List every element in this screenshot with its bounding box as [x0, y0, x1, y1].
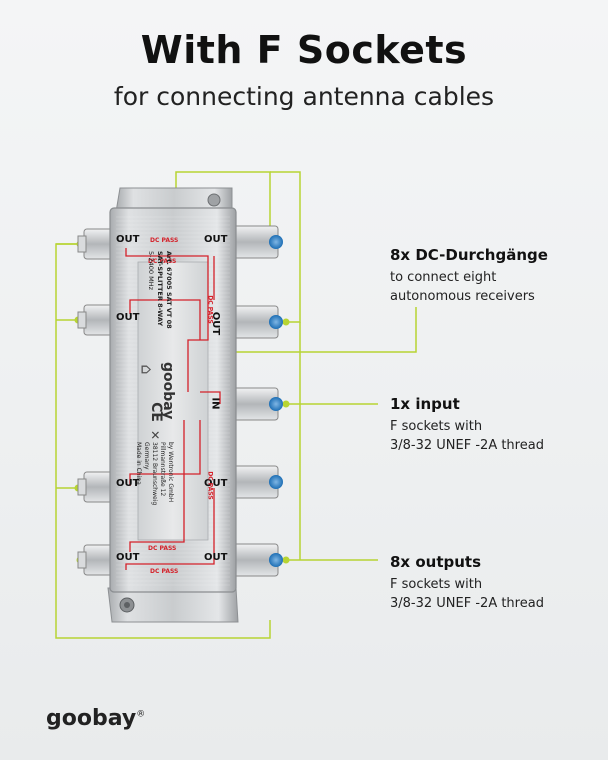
callout-dc-line-2: autonomous receivers	[390, 289, 535, 304]
dot-input	[282, 400, 290, 408]
dc-callout-line	[228, 307, 417, 353]
callout-lines	[55, 171, 417, 639]
dot-output	[282, 556, 290, 564]
callout-input-title: 1x input	[390, 395, 460, 413]
callout-outputs-title: 8x outputs	[390, 553, 482, 571]
right-connectors	[231, 225, 283, 577]
label-plate	[137, 261, 209, 541]
connector-right-3	[231, 465, 283, 499]
callout-input: 1x input F sockets with 3/8-32 UNEF -2A …	[390, 395, 600, 455]
connector-left-2	[77, 304, 115, 336]
footer-brand-reg: ®	[136, 709, 146, 720]
connector-right-input	[231, 387, 283, 421]
callout-outputs: 8x outputs F sockets with 3/8-32 UNEF -2…	[390, 553, 600, 613]
dot-right-1	[282, 318, 290, 326]
callout-outputs-line-2: 3/8-32 UNEF -2A thread	[390, 596, 544, 611]
callout-dc-line-1: to connect eight	[390, 270, 497, 285]
callout-dc-title: 8x DC-Durchgänge	[390, 246, 548, 264]
dc-pass-paths	[125, 248, 221, 570]
connector-left-1	[77, 228, 115, 260]
page-subtitle: for connecting antenna cables	[113, 82, 495, 111]
callout-dc-passes: 8x DC-Durchgänge to connect eight autono…	[390, 246, 600, 306]
callout-outputs-line-1: F sockets with	[390, 577, 483, 592]
footer-brand-text: goobay	[46, 706, 137, 731]
connector-right-1	[231, 225, 283, 259]
top-screw	[207, 193, 221, 207]
callout-input-line-1: F sockets with	[390, 419, 483, 434]
page-title: With F Sockets	[140, 28, 468, 72]
connector-right-4	[231, 543, 283, 577]
callout-input-line-2: 3/8-32 UNEF -2A thread	[390, 438, 544, 453]
connector-right-2	[231, 305, 283, 339]
connector-left-3	[77, 471, 115, 503]
left-connectors	[77, 228, 115, 576]
right-tick-top	[270, 171, 301, 323]
footer-brand-logo: goobay®	[46, 706, 145, 731]
connector-left-4	[77, 544, 115, 576]
